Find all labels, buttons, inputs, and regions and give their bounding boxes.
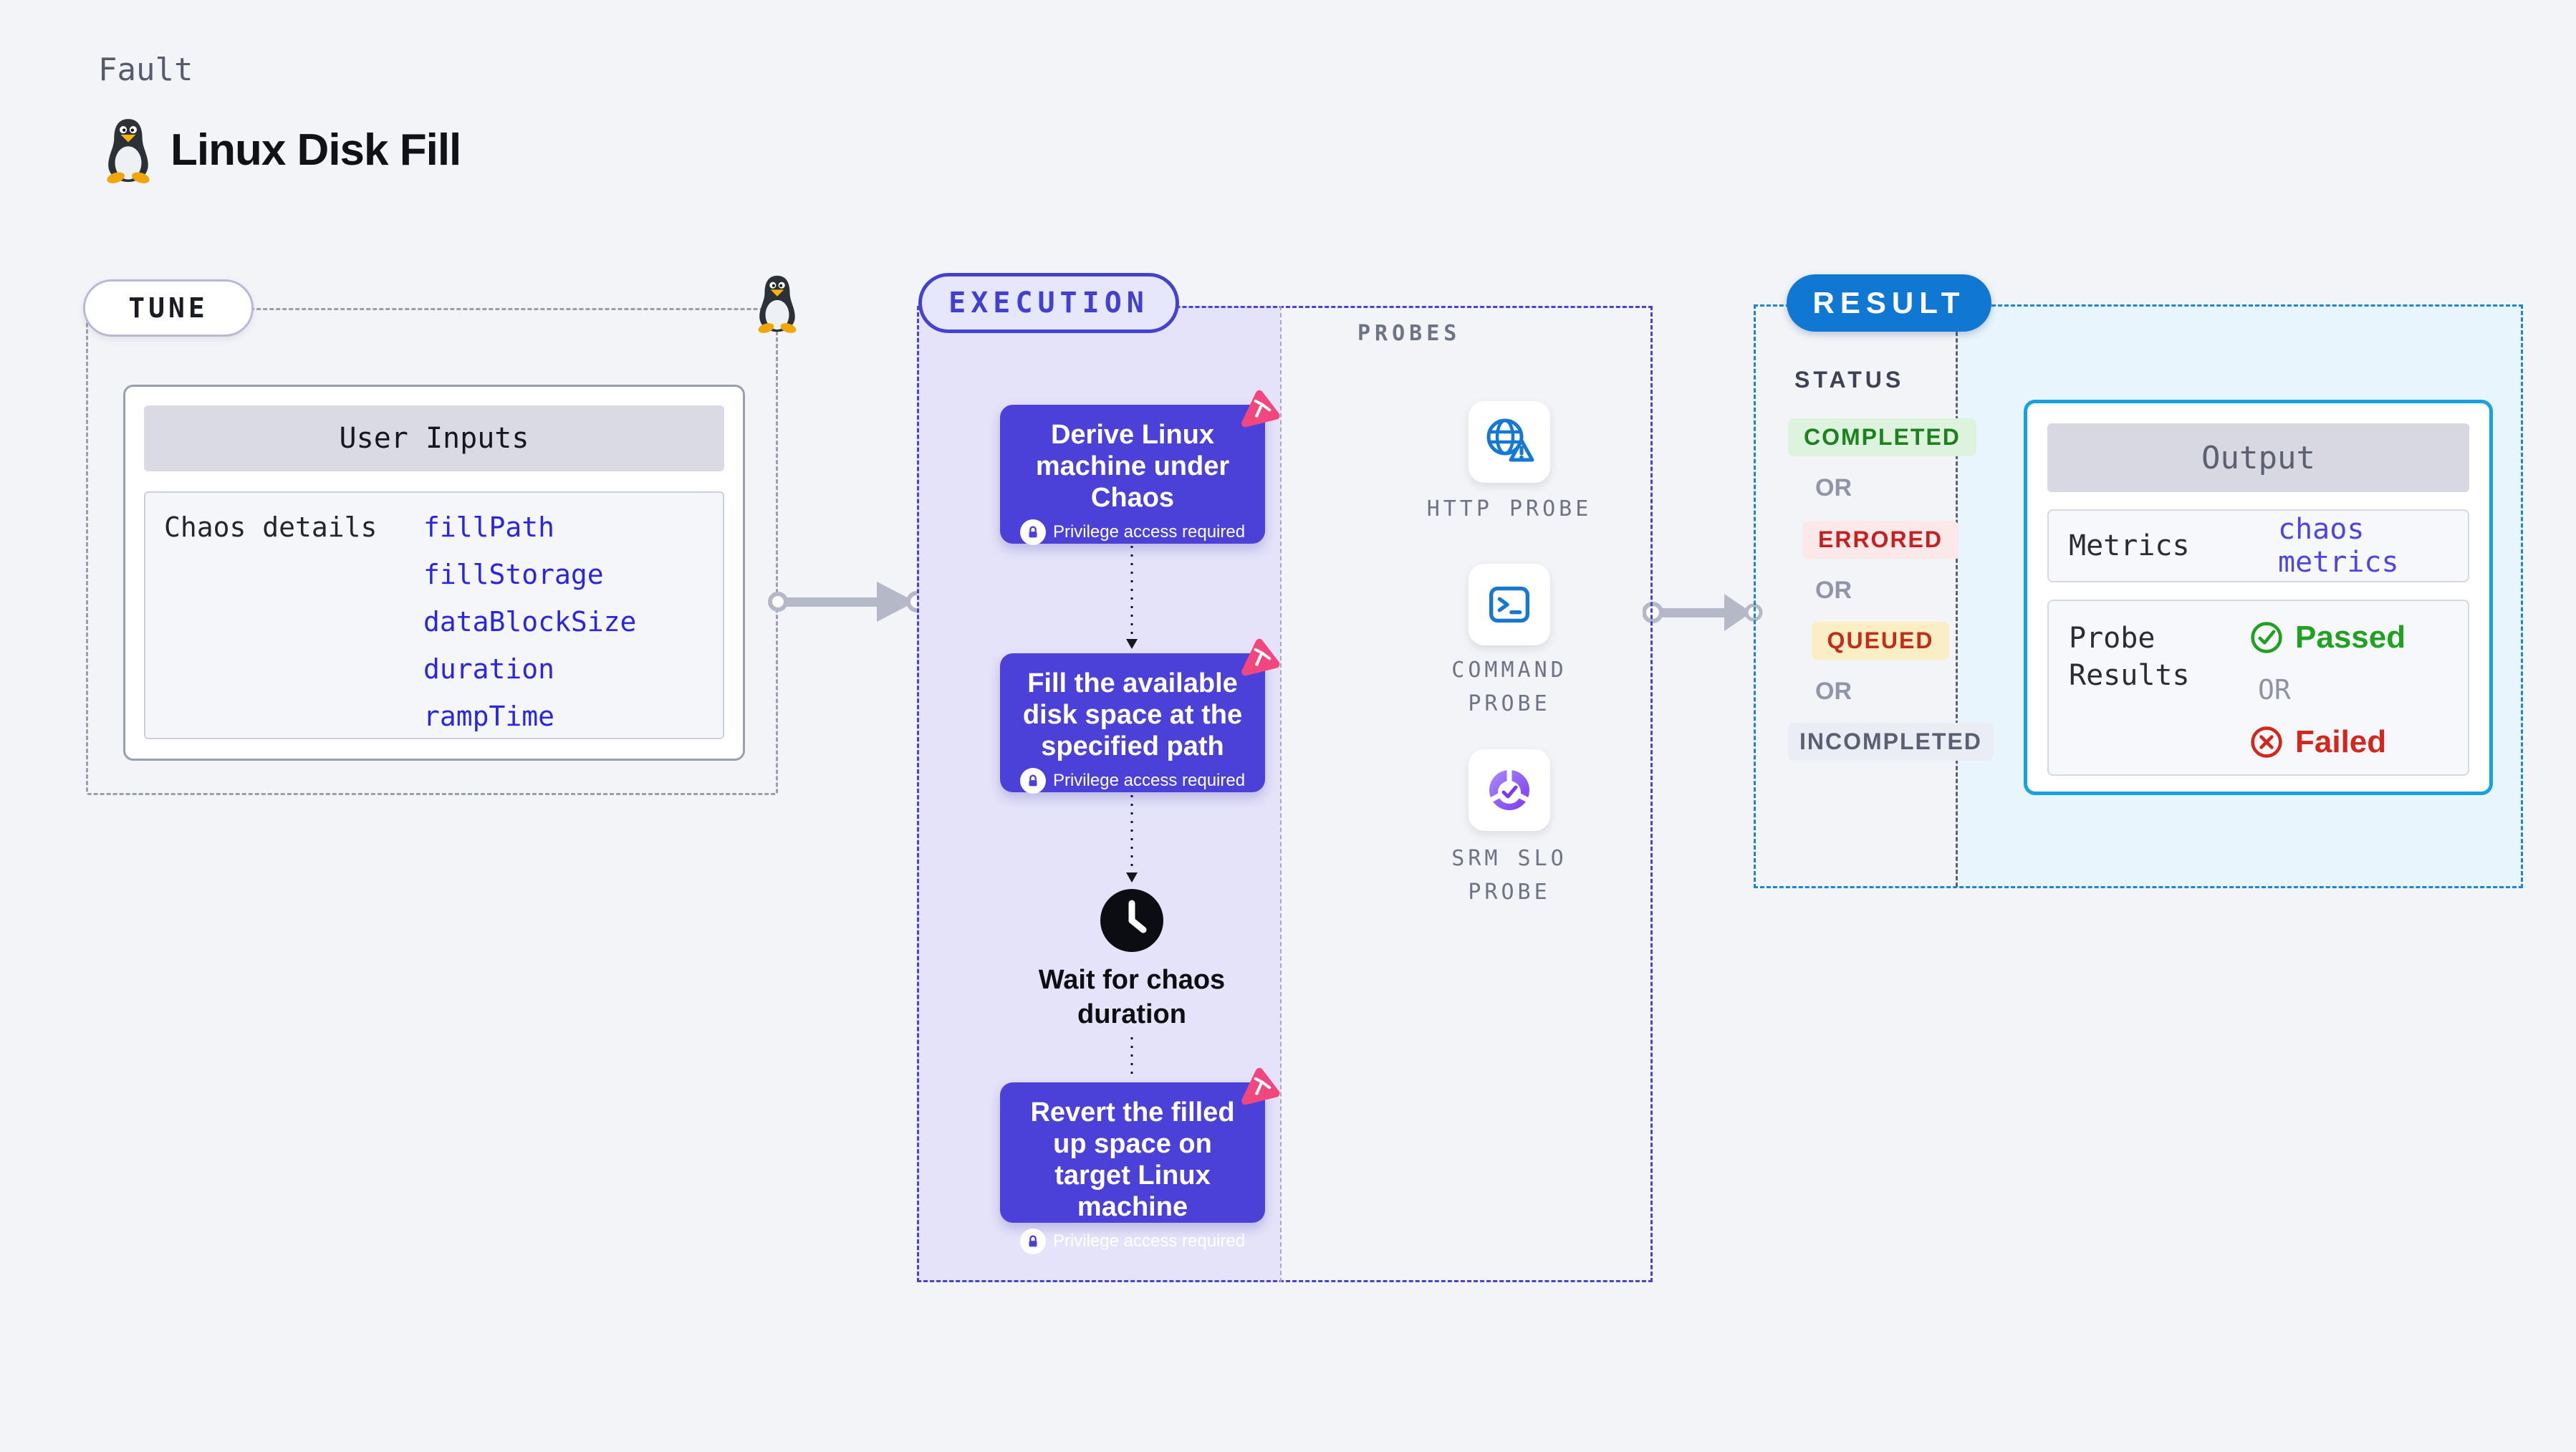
exec-step-title: Revert the filled up space on target Lin… <box>1030 1097 1235 1223</box>
chaos-fault-icon <box>1241 1067 1280 1105</box>
check-circle-icon <box>2251 622 2282 653</box>
metrics-label: Metrics <box>2069 529 2190 562</box>
or-label: OR <box>1815 577 1852 604</box>
lock-icon <box>1019 519 1046 546</box>
wait-duration-label: Wait for chaos duration <box>1038 965 1226 1029</box>
command-probe-card <box>1469 564 1550 645</box>
errored-badge: ERRORED <box>1802 521 1959 559</box>
completed-badge: COMPLETED <box>1788 418 1976 456</box>
status-badge-queued: QUEUED <box>1788 622 1973 660</box>
user-inputs-title: User Inputs <box>144 405 724 471</box>
linux-tux-icon <box>107 119 150 183</box>
privilege-label: Privilege access required <box>1052 522 1246 542</box>
param-fillstorage: fillStorage <box>423 559 604 590</box>
incompleted-badge: INCOMPLETED <box>1788 723 1994 761</box>
status-badge-errored: ERRORED <box>1788 521 1973 559</box>
privilege-badge: Privilege access required <box>1019 768 1246 794</box>
result-pill: RESULT <box>1787 274 1991 332</box>
clock-icon <box>1100 889 1163 952</box>
chaos-metrics-link: chaos metrics <box>2278 513 2399 579</box>
slo-donut-icon <box>1489 769 1529 810</box>
param-fillpath: fillPath <box>423 511 555 543</box>
tune-pill: TUNE <box>83 279 254 337</box>
exec-step-title: Derive Linux machine under Chaos <box>1035 420 1230 514</box>
step-connector <box>1126 795 1138 883</box>
passed-line: Passed <box>2249 620 2406 655</box>
exec-step-fill: Fill the available disk space at the spe… <box>1000 638 1280 794</box>
globe-alert-icon <box>1486 418 1534 462</box>
execution-probes-divider <box>1280 306 1282 1282</box>
status-title: STATUS <box>1794 367 1905 393</box>
or-label: OR <box>2258 674 2291 706</box>
command-probe-label: COMMAND PROBE <box>1451 658 1567 716</box>
step-connector <box>1126 546 1138 649</box>
terminal-icon <box>1489 586 1529 623</box>
page-title: Linux Disk Fill <box>170 125 461 175</box>
result-divider <box>1956 306 1958 887</box>
param-datablocksize: dataBlockSize <box>423 606 637 638</box>
queued-badge: QUEUED <box>1811 622 1950 660</box>
execution-panel <box>917 306 1653 1282</box>
lock-icon <box>1019 768 1046 794</box>
failed-line: Failed <box>2249 724 2406 760</box>
srm-slo-probe-label: SRM SLO PROBE <box>1451 846 1567 905</box>
privilege-label: Privilege access required <box>1052 771 1246 791</box>
param-ramptime: rampTime <box>423 701 555 732</box>
chaos-fault-icon <box>1241 390 1280 428</box>
or-label: OR <box>1815 678 1852 705</box>
execution-to-result-arrow <box>1643 594 1763 631</box>
fault-kicker: Fault <box>98 52 193 88</box>
exec-step-title: Fill the available disk space at the spe… <box>1022 668 1243 762</box>
exec-step-derive: Derive Linux machine under Chaos Privile… <box>1000 390 1280 546</box>
probe-results-row: Probe Results Passed OR Failed <box>2047 600 2469 776</box>
user-inputs-card: User Inputs Chaos details fillPath fillS… <box>123 385 745 761</box>
lock-icon <box>1019 1229 1046 1255</box>
param-duration: duration <box>423 653 555 685</box>
failed-label: Failed <box>2295 724 2387 759</box>
http-probe-label: HTTP PROBE <box>1426 496 1592 521</box>
privilege-badge: Privilege access required <box>1019 519 1246 546</box>
srm-slo-probe-card <box>1469 749 1550 831</box>
step-connector <box>1130 1037 1133 1080</box>
exec-step-revert: Revert the filled up space on target Lin… <box>1000 1067 1280 1255</box>
http-probe-card <box>1469 401 1550 483</box>
result-panel <box>1754 304 2523 888</box>
user-inputs-body: Chaos details fillPath fillStorage dataB… <box>144 491 724 739</box>
privilege-label: Privilege access required <box>1052 1231 1246 1251</box>
tune-to-execution-arrow <box>768 582 927 622</box>
chaos-fault-icon <box>1241 638 1280 676</box>
metrics-row: Metrics chaos metrics <box>2047 509 2469 582</box>
probe-results-label: Probe Results <box>2069 622 2190 692</box>
probe-results-values: Passed OR Failed <box>2249 620 2406 760</box>
linux-tux-icon <box>758 275 797 333</box>
status-badge-completed: COMPLETED <box>1788 418 1976 456</box>
output-card: Output Metrics chaos metrics Probe Resul… <box>2024 400 2493 795</box>
execution-pill: EXECUTION <box>918 273 1179 333</box>
tune-panel <box>86 308 778 795</box>
privilege-badge: Privilege access required <box>1019 1229 1246 1255</box>
status-badge-incompleted: INCOMPLETED <box>1788 723 1994 761</box>
chaos-details-label: Chaos details <box>164 511 378 543</box>
x-circle-icon <box>2251 726 2282 758</box>
or-label: OR <box>1815 474 1852 501</box>
output-title: Output <box>2047 423 2469 492</box>
probes-title: PROBES <box>1357 321 1461 346</box>
passed-label: Passed <box>2295 620 2406 655</box>
